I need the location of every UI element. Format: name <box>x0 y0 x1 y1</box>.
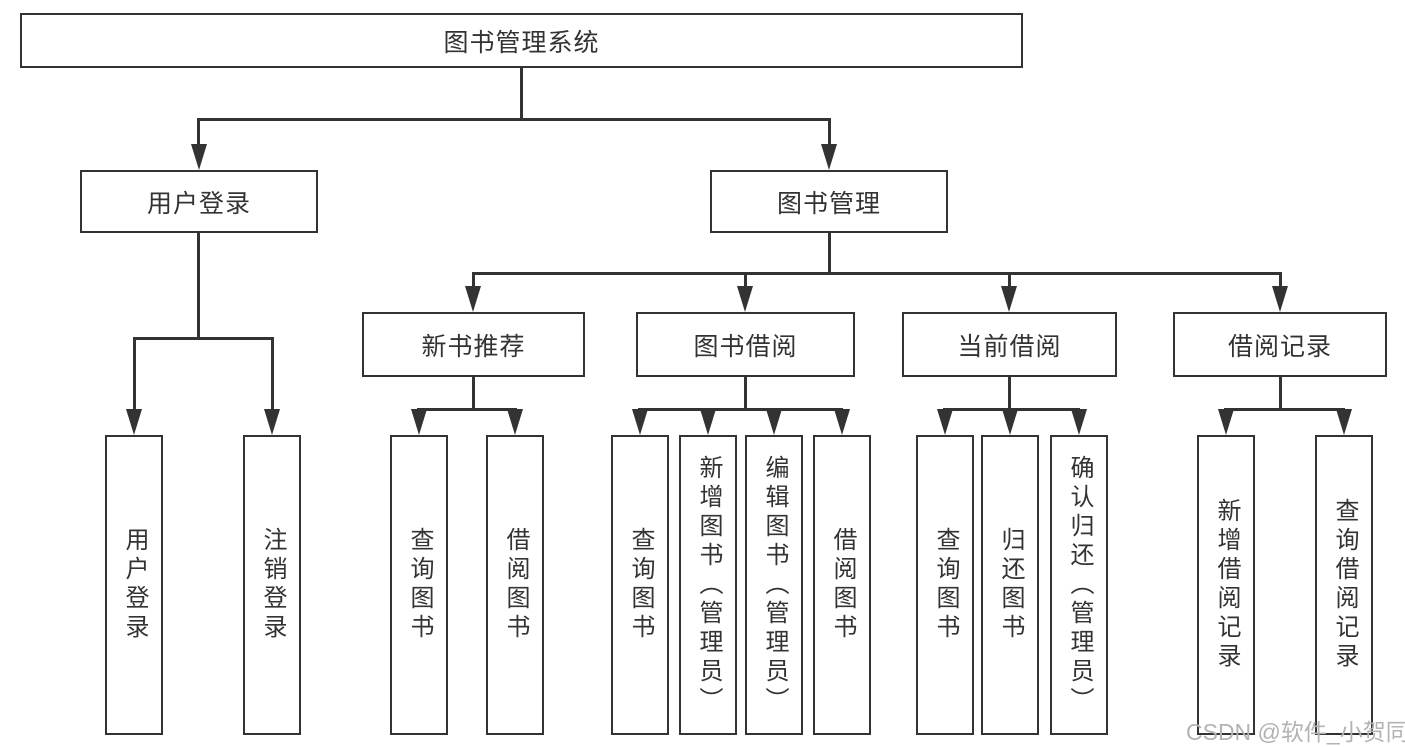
arrowhead-current-borrow <box>1001 286 1017 312</box>
connector-book-borrow-branch-line <box>638 408 843 411</box>
leaf-borrow-book-recommend: 借阅图书 <box>486 435 544 735</box>
arrowhead-login-leaf <box>126 409 142 435</box>
connector-user-login-shaft <box>197 118 200 148</box>
arrowhead-leaf-query-borrow-record <box>1336 409 1352 435</box>
connector-book-borrow-stem <box>744 377 747 408</box>
node-book-management: 图书管理 <box>710 170 948 233</box>
arrowhead-leaf-borrow-book-1 <box>507 409 523 435</box>
arrowhead-leaf-query-book-2 <box>632 409 648 435</box>
leaf-return-book: 归还图书 <box>981 435 1039 735</box>
connector-root-branch-line <box>197 118 831 121</box>
connector-book-borrow-shaft <box>744 272 747 288</box>
csdn-watermark: CSDN @软件_小贺同学 <box>1186 719 1405 745</box>
leaf-add-book-admin: 新增图书（管理员） <box>679 435 737 735</box>
arrowhead-logout-leaf <box>264 409 280 435</box>
connector-borrow-record-stem <box>1279 377 1282 408</box>
connector-new-book-branch-line <box>417 408 517 411</box>
node-current-borrow: 当前借阅 <box>902 312 1117 377</box>
leaf-borrow-book: 借阅图书 <box>813 435 871 735</box>
arrowhead-user-login <box>191 144 207 170</box>
connector-borrow-record-shaft <box>1279 272 1282 288</box>
arrowhead-new-book-recommend <box>465 286 481 312</box>
node-library-management-system: 图书管理系统 <box>20 13 1023 68</box>
leaf-logout: 注销登录 <box>243 435 301 735</box>
connector-new-book-shaft <box>472 272 475 288</box>
leaf-query-book-current: 查询图书 <box>916 435 974 735</box>
connector-current-borrow-shaft <box>1008 272 1011 288</box>
leaf-query-book-borrow: 查询图书 <box>611 435 669 735</box>
node-book-borrow: 图书借阅 <box>636 312 855 377</box>
arrowhead-book-management <box>821 144 837 170</box>
connector-user-login-stem <box>197 233 200 337</box>
node-borrow-record: 借阅记录 <box>1173 312 1387 377</box>
connector-current-borrow-stem <box>1008 377 1011 408</box>
arrowhead-leaf-query-book-3 <box>937 409 953 435</box>
arrowhead-leaf-edit-book <box>766 409 782 435</box>
leaf-query-borrow-record: 查询借阅记录 <box>1315 435 1373 735</box>
arrowhead-leaf-borrow-book-2 <box>834 409 850 435</box>
leaf-user-login: 用户登录 <box>105 435 163 735</box>
connector-new-book-stem <box>472 377 475 408</box>
connector-book-management-shaft <box>828 118 831 148</box>
leaf-edit-book-admin: 编辑图书（管理员） <box>745 435 803 735</box>
leaf-confirm-return-admin: 确认归还（管理员） <box>1050 435 1108 735</box>
leaf-query-book-recommend: 查询图书 <box>390 435 448 735</box>
node-new-book-recommend: 新书推荐 <box>362 312 585 377</box>
connector-login-leaf-shaft <box>133 337 136 411</box>
arrowhead-book-borrow <box>737 286 753 312</box>
connector-book-management-stem <box>828 233 831 272</box>
arrowhead-leaf-query-book-1 <box>411 409 427 435</box>
connector-book-management-branch-line <box>472 272 1282 275</box>
connector-user-login-branch-line <box>133 337 274 340</box>
arrowhead-leaf-confirm-return <box>1071 409 1087 435</box>
arrowhead-leaf-add-borrow-record <box>1218 409 1234 435</box>
leaf-add-borrow-record: 新增借阅记录 <box>1197 435 1255 735</box>
arrowhead-borrow-record <box>1272 286 1288 312</box>
connector-root-stem <box>520 68 523 118</box>
node-user-login: 用户登录 <box>80 170 318 233</box>
connector-logout-leaf-shaft <box>271 337 274 411</box>
arrowhead-leaf-add-book <box>700 409 716 435</box>
connector-borrow-record-branch-line <box>1224 408 1345 411</box>
arrowhead-leaf-return-book <box>1002 409 1018 435</box>
